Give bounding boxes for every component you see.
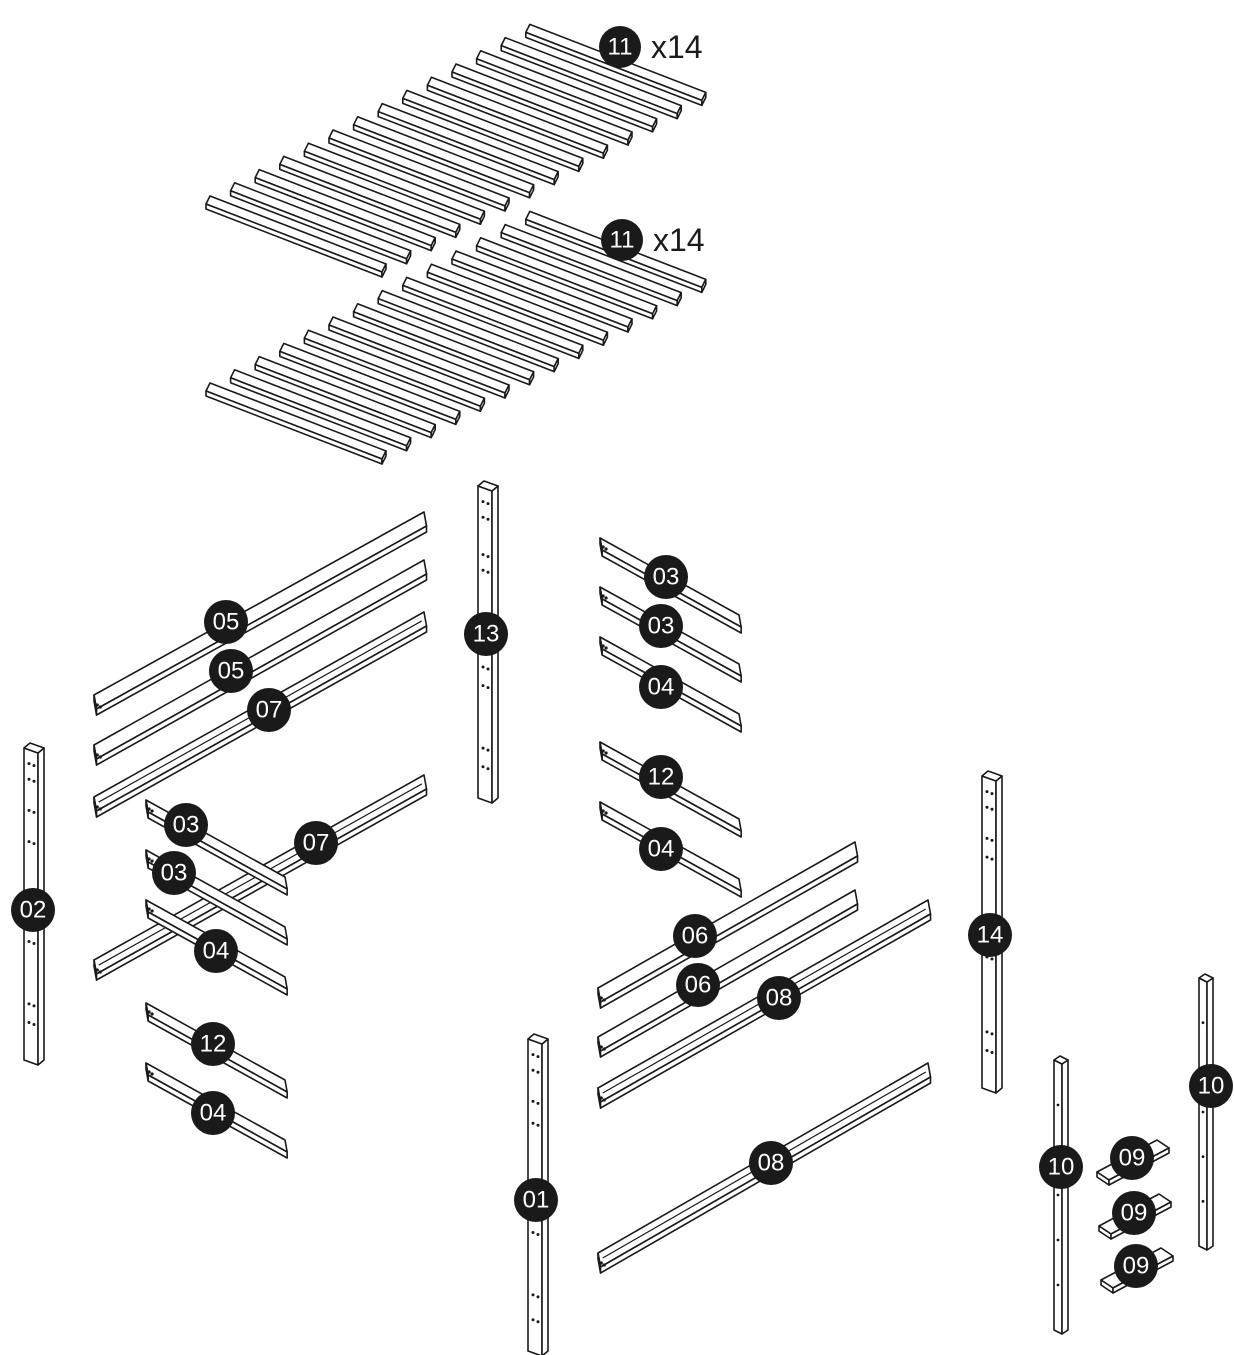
callout-13: 13 bbox=[464, 612, 508, 656]
callout-07-b-label: 07 bbox=[303, 830, 330, 857]
slat-lower-3 bbox=[254, 355, 437, 439]
callout-05-b-label: 05 bbox=[218, 658, 245, 685]
callout-09-a: 09 bbox=[1110, 1136, 1154, 1180]
callout-12-a-label: 12 bbox=[200, 1031, 227, 1058]
callout-12-b: 12 bbox=[639, 755, 683, 799]
slat-upper-6 bbox=[328, 129, 510, 212]
rail-10-a bbox=[1053, 1055, 1069, 1335]
callout-10-a-label: 10 bbox=[1048, 1154, 1075, 1181]
board-06-b bbox=[597, 889, 859, 1058]
callout-08-a: 08 bbox=[757, 976, 801, 1020]
callout-09-c-label: 09 bbox=[1123, 1253, 1150, 1280]
callout-09-b: 09 bbox=[1112, 1191, 1156, 1235]
callout-14: 14 bbox=[968, 913, 1012, 957]
callout-12-b-label: 12 bbox=[648, 764, 675, 791]
board-05-a bbox=[93, 511, 428, 716]
callout-06-b: 06 bbox=[676, 963, 720, 1007]
callout-10-b-label: 10 bbox=[1198, 1073, 1225, 1100]
callout-03-c: 03 bbox=[644, 555, 688, 599]
callout-06-b-label: 06 bbox=[685, 972, 712, 999]
callout-03-b-label: 03 bbox=[161, 860, 188, 887]
callout-03-b: 03 bbox=[152, 851, 196, 895]
slat-callout-top: 11 x14 bbox=[599, 26, 703, 68]
slat-callout-top-label: 11 bbox=[608, 34, 633, 61]
slat-upper-13 bbox=[500, 36, 683, 120]
slat-upper-7 bbox=[352, 116, 535, 199]
callout-08-b: 08 bbox=[749, 1141, 793, 1185]
callout-group: 11 x14 11 x14 02 13 01 14 05 05 07 07 03… bbox=[11, 26, 1233, 1288]
callout-08-a-label: 08 bbox=[766, 985, 793, 1012]
callout-10-b: 10 bbox=[1189, 1064, 1233, 1108]
slat-upper-3 bbox=[254, 168, 437, 252]
callout-10-a: 10 bbox=[1039, 1145, 1083, 1189]
callout-06-a: 06 bbox=[673, 914, 717, 958]
callout-04-d-label: 04 bbox=[648, 836, 675, 863]
slat-quantity-top: x14 bbox=[651, 29, 703, 65]
slat-lower-13 bbox=[500, 223, 683, 307]
slat-callout-bottom: 11 x14 bbox=[601, 219, 705, 261]
callout-03-d-label: 03 bbox=[648, 613, 675, 640]
slat-upper-12 bbox=[475, 49, 658, 133]
callout-13-label: 13 bbox=[473, 621, 500, 648]
slat-upper-1 bbox=[205, 195, 387, 278]
callout-14-label: 14 bbox=[977, 922, 1004, 949]
callout-04-b-label: 04 bbox=[200, 1100, 227, 1127]
slat-lower-4 bbox=[278, 342, 461, 426]
callout-01-label: 01 bbox=[523, 1187, 550, 1214]
slat-lower-10 bbox=[426, 263, 609, 347]
slat-upper-5 bbox=[303, 142, 486, 225]
callout-07-a-label: 07 bbox=[256, 697, 283, 724]
rail-10-b bbox=[1198, 973, 1214, 1251]
slat-upper-10 bbox=[426, 76, 609, 159]
callout-08-b-label: 08 bbox=[758, 1150, 785, 1177]
callout-04-d: 04 bbox=[639, 827, 683, 871]
slat-callout-bottom-label: 11 bbox=[610, 227, 635, 254]
callout-01: 01 bbox=[514, 1178, 558, 1222]
callout-03-a-label: 03 bbox=[173, 812, 200, 839]
callout-07-a: 07 bbox=[247, 688, 291, 732]
callout-04-a-label: 04 bbox=[203, 938, 230, 965]
callout-02-label: 02 bbox=[20, 897, 47, 924]
slat-lower-9 bbox=[401, 276, 584, 360]
callout-06-a-label: 06 bbox=[682, 923, 709, 950]
callout-12-a: 12 bbox=[191, 1022, 235, 1066]
callout-03-c-label: 03 bbox=[653, 564, 680, 591]
callout-09-b-label: 09 bbox=[1121, 1200, 1148, 1227]
slat-lower-1 bbox=[205, 382, 387, 465]
slat-lower-12 bbox=[475, 237, 658, 320]
board-06-a bbox=[597, 841, 859, 1009]
callout-04-a: 04 bbox=[194, 929, 238, 973]
callout-04-c: 04 bbox=[639, 665, 683, 709]
callout-07-b: 07 bbox=[294, 821, 338, 865]
slat-lower-11 bbox=[451, 250, 633, 333]
callout-05-a-label: 05 bbox=[213, 609, 240, 636]
slat-lower-8 bbox=[377, 289, 560, 373]
board-05-b bbox=[93, 559, 428, 766]
slat-upper-11 bbox=[451, 63, 633, 146]
slat-quantity-bottom: x14 bbox=[653, 222, 705, 258]
slat-lower-5 bbox=[303, 329, 486, 413]
callout-04-b: 04 bbox=[191, 1091, 235, 1135]
slat-upper-4 bbox=[278, 155, 461, 239]
callout-09-c: 09 bbox=[1114, 1244, 1158, 1288]
callout-05-a: 05 bbox=[204, 600, 248, 644]
callout-03-a: 03 bbox=[164, 803, 208, 847]
slat-lower-6 bbox=[328, 316, 510, 399]
slat-lower-2 bbox=[229, 368, 412, 452]
slat-group bbox=[205, 23, 707, 465]
callout-04-c-label: 04 bbox=[648, 674, 675, 701]
slat-upper-2 bbox=[229, 182, 412, 265]
slat-lower-7 bbox=[352, 302, 535, 386]
slat-upper-8 bbox=[377, 102, 560, 186]
slat-upper-9 bbox=[401, 89, 584, 173]
callout-05-b: 05 bbox=[209, 649, 253, 693]
callout-02: 02 bbox=[11, 888, 55, 932]
callout-09-a-label: 09 bbox=[1119, 1145, 1146, 1172]
post-01 bbox=[527, 1033, 549, 1355]
callout-03-d: 03 bbox=[639, 604, 683, 648]
